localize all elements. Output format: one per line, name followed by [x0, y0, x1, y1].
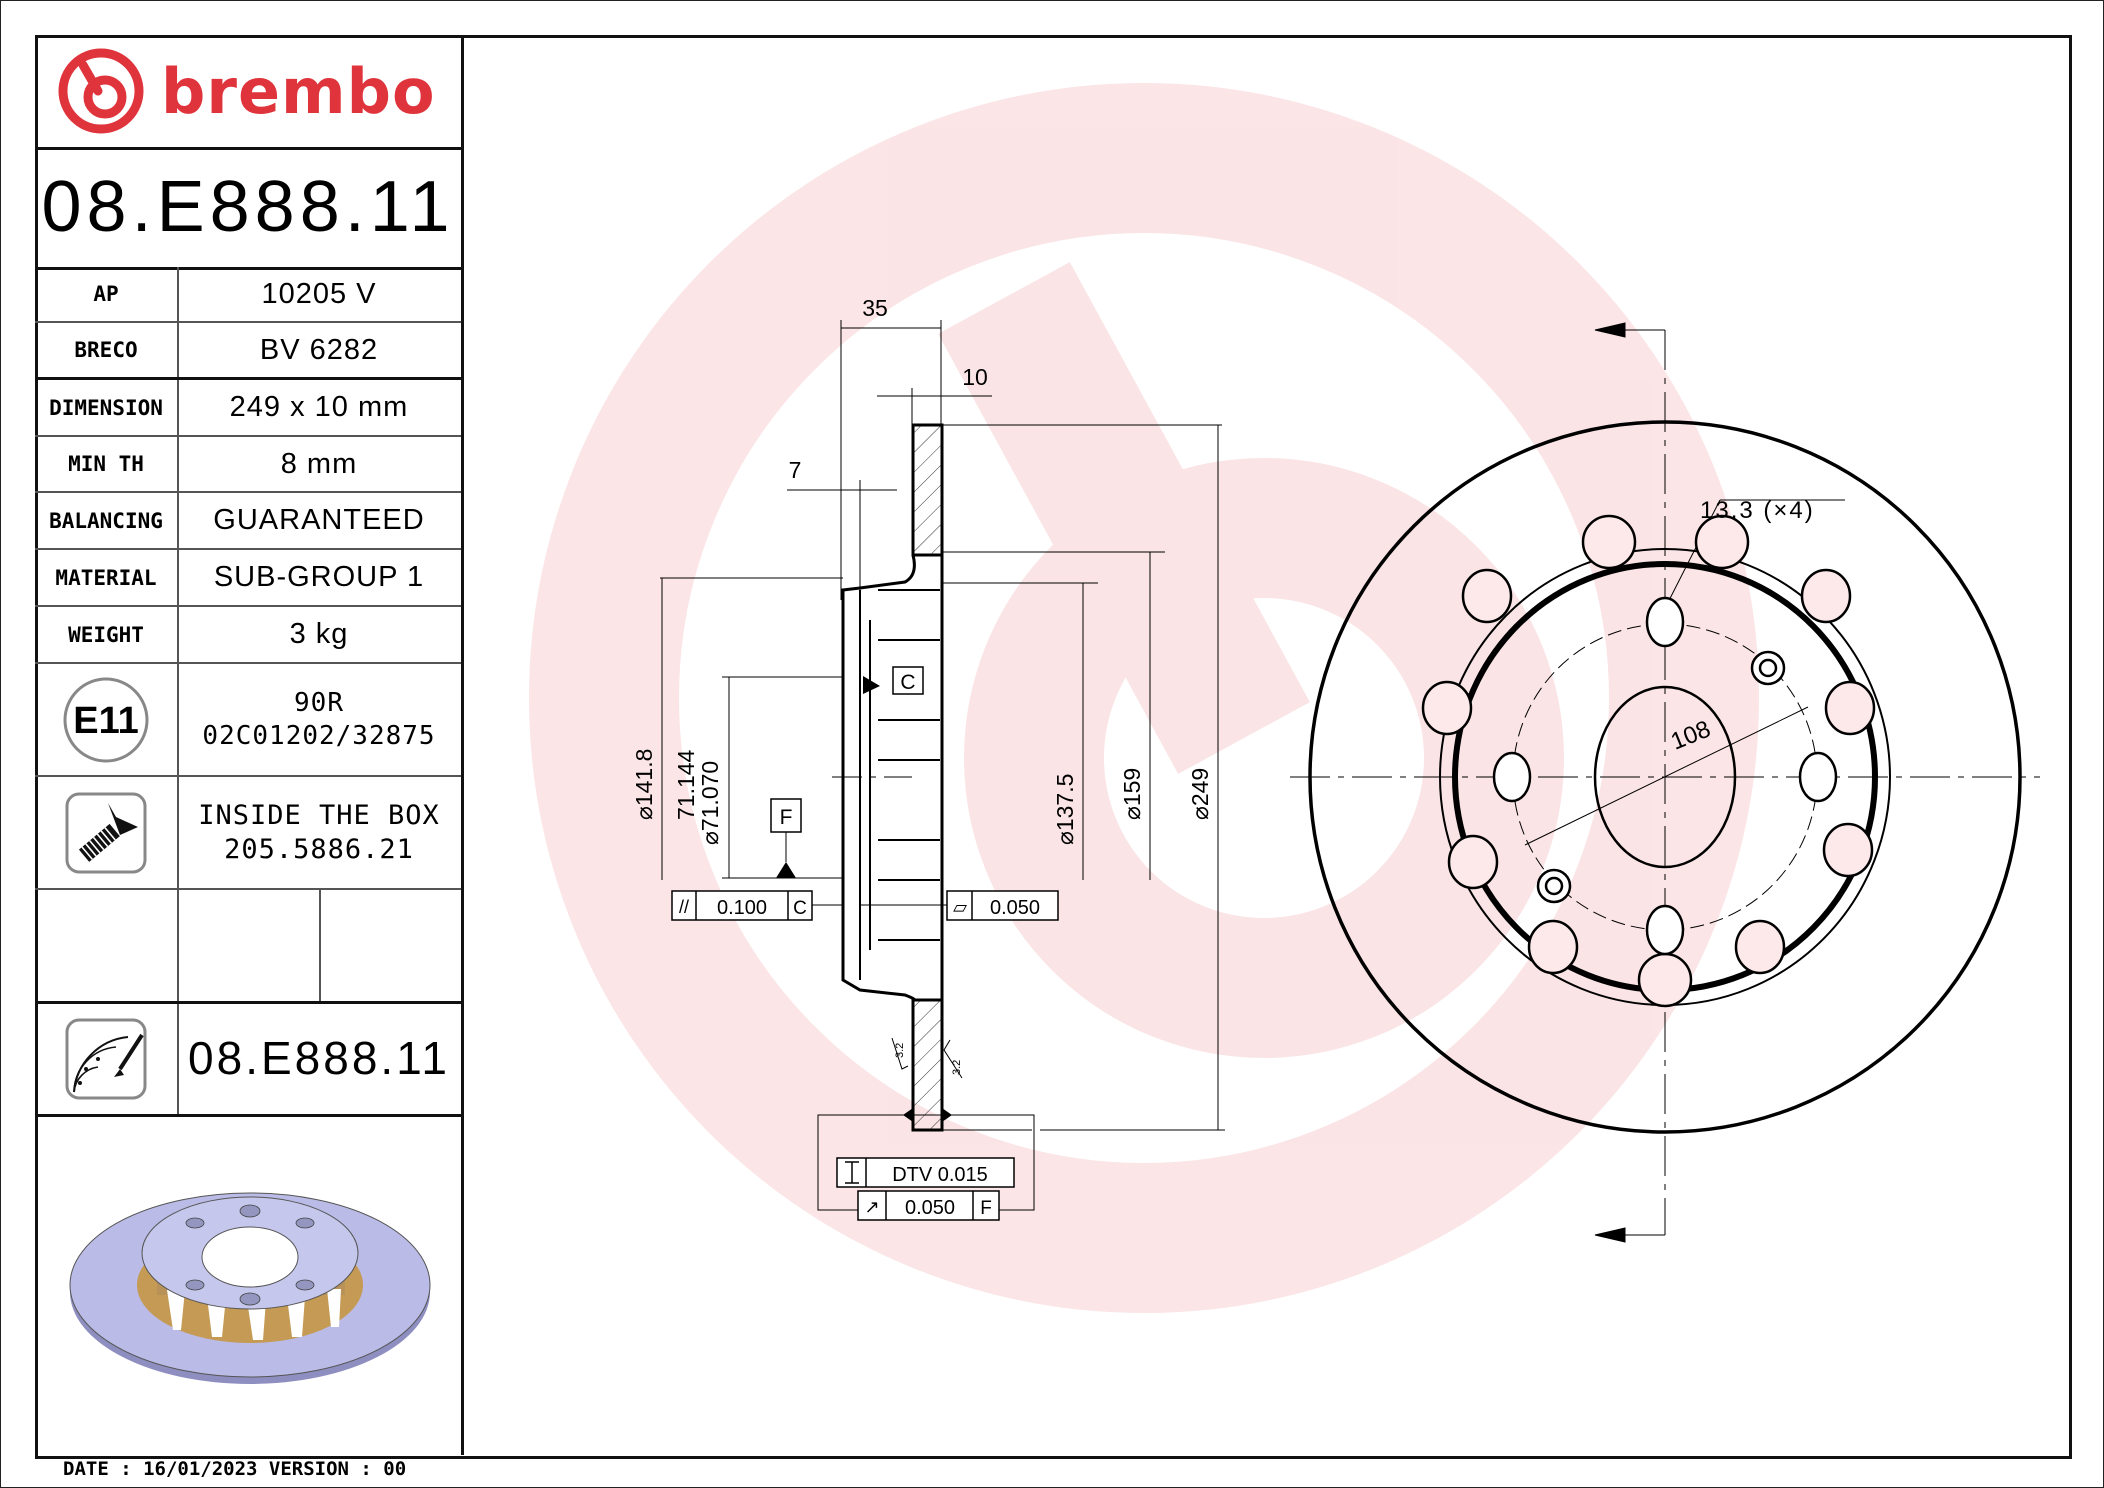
drawing-frame: [35, 35, 2072, 1459]
part-number: 08.E888.11: [35, 147, 461, 270]
spec-label: AP: [35, 267, 179, 321]
homologation-text: 90R 02C01202/32875: [177, 664, 461, 775]
e11-badge-cell: E11: [35, 664, 179, 775]
cell-divider: [319, 890, 321, 1001]
spec-value: 3 kg: [289, 618, 349, 651]
e11-badge-icon: E11: [63, 677, 149, 762]
screw-icon: [65, 792, 147, 873]
screw-row: INSIDE THE BOX 205.5886.21: [35, 777, 461, 890]
spec-row-weight: WEIGHT 3 kg: [35, 607, 461, 664]
dtv-value: DTV 0.015: [892, 1164, 988, 1186]
runout-value: 0.050: [905, 1197, 955, 1219]
runout-datum: F: [980, 1198, 992, 1219]
spec-label: MIN TH: [35, 437, 179, 491]
screw-cell: [35, 777, 179, 888]
datum-f: F: [780, 806, 793, 829]
empty-cell: [35, 890, 179, 1001]
flatness-value: 0.050: [990, 897, 1040, 919]
spec-label: BALANCING: [35, 493, 179, 548]
spec-value: SUB-GROUP 1: [213, 561, 425, 594]
screw-line1: INSIDE THE BOX: [198, 799, 440, 831]
dim-7: 7: [789, 457, 802, 483]
spec-label: BRECO: [35, 323, 179, 377]
screw-line2: 205.5886.21: [224, 833, 414, 865]
spec-label: DIMENSION: [35, 380, 179, 435]
spec-row-balancing: BALANCING GUARANTEED: [35, 493, 461, 550]
spec-value: GUARANTEED: [213, 504, 425, 537]
pcd-dim: 108: [1667, 716, 1714, 756]
screw-text: INSIDE THE BOX 205.5886.21: [177, 777, 461, 888]
dim-10: 10: [962, 364, 988, 390]
disc-marking-icon: [65, 1018, 147, 1100]
dim-249: ⌀249: [1187, 768, 1213, 820]
spec-value: 10205 V: [261, 277, 377, 310]
brand-logo: brembo: [35, 35, 461, 150]
homologation-line1: 90R: [294, 688, 344, 718]
flatness-symbol: ▱: [953, 897, 967, 917]
marking-part-number: 08.E888.11: [188, 1032, 450, 1085]
marking-icon-cell: [35, 1004, 179, 1114]
brand-name: brembo: [161, 54, 436, 128]
roughness-right: 3.2: [951, 1060, 963, 1075]
parallel-datum: C: [793, 898, 807, 919]
spec-row-ap: AP 10205 V: [35, 267, 461, 323]
spec-row-min-th: MIN TH 8 mm: [35, 437, 461, 493]
spec-row-material: MATERIAL SUB-GROUP 1: [35, 550, 461, 607]
spec-row-dimension: DIMENSION 249 x 10 mm: [35, 380, 461, 437]
spec-value: 249 x 10 mm: [229, 391, 409, 424]
homologation-row: E11 90R 02C01202/32875: [35, 664, 461, 777]
date-version: DATE : 16/01/2023 VERSION : 00: [63, 1458, 407, 1480]
dim-71-lower: ⌀71.070: [697, 761, 723, 845]
empty-row: [35, 890, 461, 1004]
dim-71-upper: 71.144: [673, 749, 699, 820]
hole-note: 13.3 (×4): [1700, 497, 1815, 524]
dim-159: ⌀159: [1119, 768, 1145, 820]
spec-label: MATERIAL: [35, 550, 179, 605]
spec-label: WEIGHT: [35, 607, 179, 662]
disc-3d-render: [69, 1192, 431, 1384]
parallel-symbol: //: [679, 897, 689, 917]
marking-row: 08.E888.11: [35, 1004, 461, 1117]
runout-symbol: ↗: [864, 1197, 879, 1217]
brembo-logo-icon: [58, 48, 144, 134]
spec-value: BV 6282: [259, 333, 379, 366]
datum-c: C: [900, 671, 915, 694]
roughness-left: 3.2: [894, 1043, 906, 1058]
homologation-line2: 02C01202/32875: [202, 720, 436, 751]
brembo-watermark: [529, 83, 1759, 1313]
spec-value: 8 mm: [280, 447, 358, 480]
dim-35: 35: [862, 295, 888, 321]
spec-row-breco: BRECO BV 6282: [35, 323, 461, 380]
parallel-value: 0.100: [717, 897, 767, 919]
title-block: brembo 08.E888.11 AP 10205 V BRECO BV 62…: [35, 35, 464, 1455]
dim-137: ⌀137.5: [1052, 774, 1078, 845]
svg-text:E11: E11: [73, 700, 139, 742]
dim-141: ⌀141.8: [631, 749, 657, 820]
